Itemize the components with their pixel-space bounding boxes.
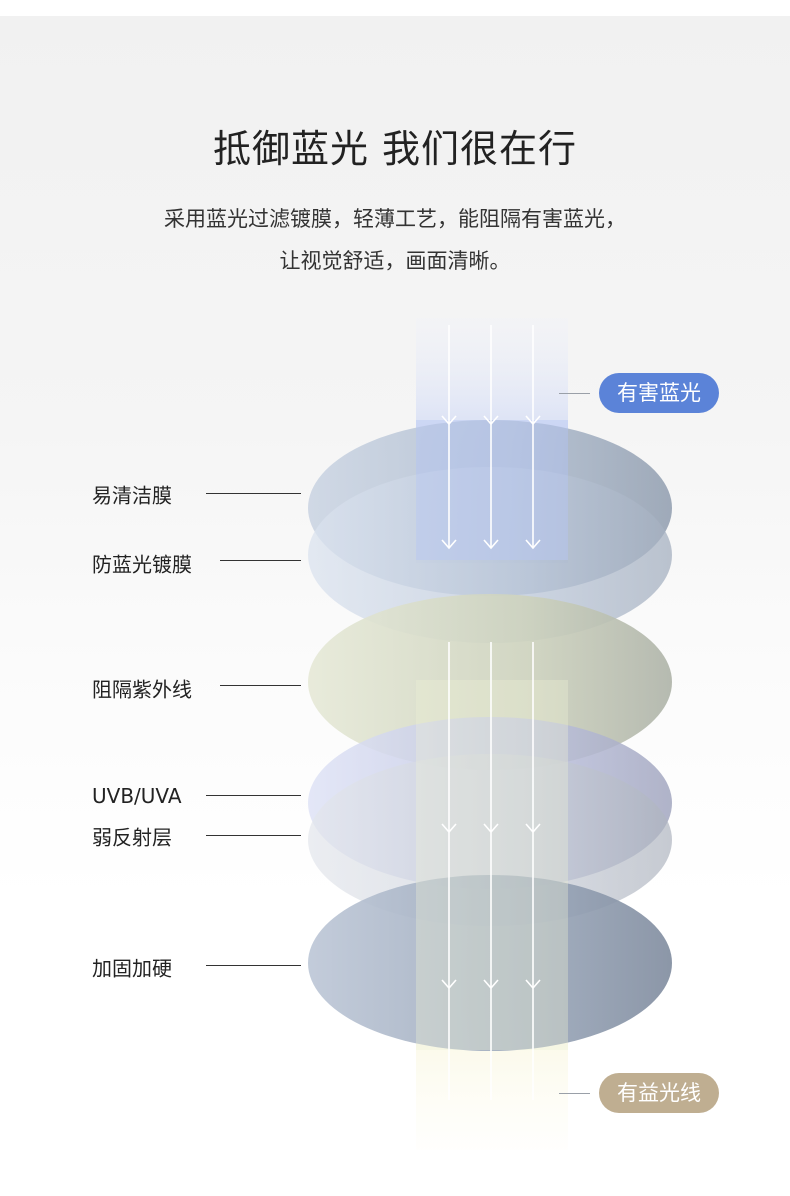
- harmful-light-tag: 有害蓝光: [599, 373, 719, 413]
- beneficial-arrows: [441, 642, 541, 1100]
- beneficial-beam-overlay: [416, 680, 568, 1050]
- arrow-down-icon: [441, 415, 457, 426]
- beneficial-light-tag: 有益光线: [599, 1073, 719, 1113]
- arrow-down-icon: [483, 539, 499, 550]
- lens-anti-blue: [308, 467, 672, 643]
- arrow-down-icon: [525, 979, 541, 990]
- tag-line: [559, 393, 590, 394]
- layer-label-easy-clean: 易清洁膜: [92, 483, 172, 508]
- lens-hard-coat: [308, 875, 672, 1051]
- layer-label-hard-coat: 加固加硬: [92, 956, 172, 981]
- leader-line: [220, 560, 301, 561]
- tag-line: [559, 1093, 590, 1094]
- description-line-1: 采用蓝光过滤镀膜，轻薄工艺，能阻隔有害蓝光，: [164, 207, 626, 231]
- arrow-down-icon: [483, 823, 499, 834]
- page-title: 抵御蓝光 我们很在行: [212, 127, 578, 171]
- arrow-down-icon: [525, 823, 541, 834]
- arrow-down-icon: [483, 979, 499, 990]
- lens-uv-block: [308, 594, 672, 770]
- arrow-down-icon: [441, 539, 457, 550]
- lens-anti-reflect: [308, 754, 672, 926]
- layer-label-anti-reflect: 弱反射层: [92, 825, 172, 850]
- arrow-down-icon: [483, 415, 499, 426]
- leader-line: [206, 965, 301, 966]
- page-description: 采用蓝光过滤镀膜，轻薄工艺，能阻隔有害蓝光， 让视觉舒适，画面清晰。: [0, 198, 790, 282]
- layer-label-anti-blue: 防蓝光镀膜: [92, 552, 192, 577]
- description-line-2: 让视觉舒适，画面清晰。: [279, 249, 511, 273]
- blue-beam-overlay: [416, 420, 568, 560]
- leader-line: [220, 685, 301, 686]
- arrow-down-icon: [441, 823, 457, 834]
- arrow-down-icon: [525, 415, 541, 426]
- leader-line: [206, 835, 301, 836]
- layer-label-uv-block: 阻隔紫外线: [92, 677, 192, 702]
- arrow-down-icon: [525, 539, 541, 550]
- leader-line: [206, 795, 301, 796]
- harmful-arrows: [441, 325, 541, 550]
- leader-line: [206, 493, 301, 494]
- layer-label-uvb-uva: UVB/UVA: [92, 784, 182, 808]
- arrow-down-icon: [441, 979, 457, 990]
